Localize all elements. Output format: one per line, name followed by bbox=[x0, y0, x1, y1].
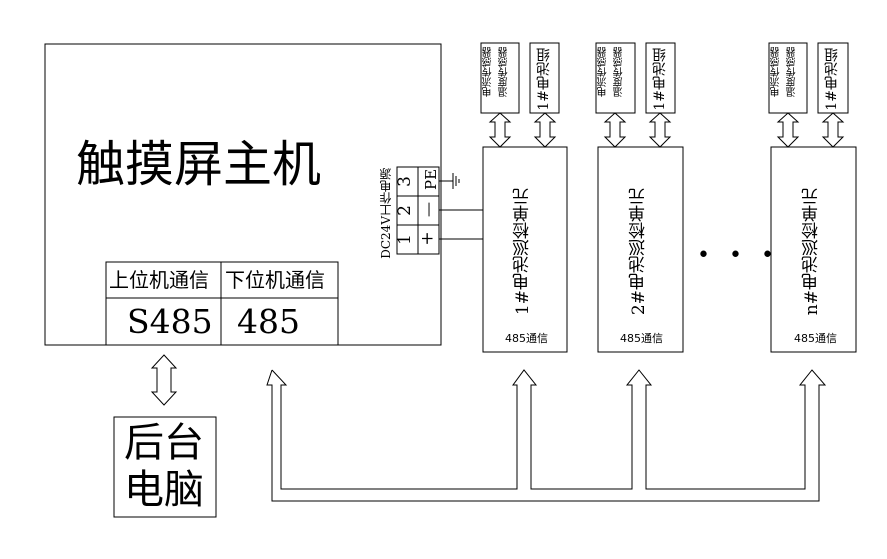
unit-name-2: 2#电池巡检单元 bbox=[629, 188, 649, 316]
sensor-line1-1: 电流传感器 bbox=[483, 47, 494, 97]
lower-comm-label: 下位机通信 bbox=[225, 268, 325, 292]
battery-label-n: 1#电池组 bbox=[824, 48, 840, 111]
upper-comm-value: S485 bbox=[127, 302, 213, 341]
host-title: 触摸屏主机 bbox=[76, 136, 322, 193]
terminal-num-2: 2 bbox=[394, 205, 415, 216]
sensor-line1-2: 电流传感器 bbox=[598, 47, 609, 97]
terminal-num-3: 3 bbox=[394, 176, 415, 187]
comm-table bbox=[105, 261, 339, 346]
unit-box-n bbox=[770, 146, 857, 353]
power-label: DC24V工作电源 bbox=[379, 168, 393, 259]
unit-name-n: n#电池巡检单元 bbox=[802, 188, 822, 316]
upper-comm-label: 上位机通信 bbox=[109, 268, 209, 292]
terminal-sig-2: — bbox=[419, 202, 437, 217]
terminal-sig-1: + bbox=[417, 231, 438, 246]
battery-label-1: 1#电池组 bbox=[536, 48, 552, 111]
unit-box-1 bbox=[482, 146, 568, 353]
battery-label-2: 1#电池组 bbox=[652, 48, 668, 111]
sensor-line2-1: 温度传感器 bbox=[499, 47, 510, 97]
unit-box-2 bbox=[597, 146, 684, 353]
unit-comm-1: 485通信 bbox=[505, 332, 548, 345]
terminal-num-1: 1 bbox=[394, 234, 415, 245]
backend-line2: 电脑 bbox=[124, 467, 204, 513]
unit-comm-2: 485通信 bbox=[620, 332, 663, 345]
rs485-bus bbox=[266, 369, 827, 502]
lower-comm-value: 485 bbox=[237, 302, 300, 341]
backend-box bbox=[113, 416, 217, 518]
sensor-line2-n: 温度传感器 bbox=[787, 47, 798, 97]
terminal-sig-3: PE bbox=[422, 168, 441, 191]
sensor-line2-2: 温度传感器 bbox=[614, 47, 625, 97]
arrow-host-backend bbox=[150, 354, 178, 406]
unit-name-1: 1#电池巡检单元 bbox=[513, 188, 533, 316]
units-ellipsis: • • • bbox=[697, 243, 780, 268]
backend-line1: 后台 bbox=[124, 420, 204, 466]
ground-icon bbox=[439, 173, 460, 189]
sensor-line1-n: 电流传感器 bbox=[771, 47, 782, 97]
double-arrows bbox=[150, 112, 845, 406]
unit-comm-n: 485通信 bbox=[794, 332, 837, 345]
